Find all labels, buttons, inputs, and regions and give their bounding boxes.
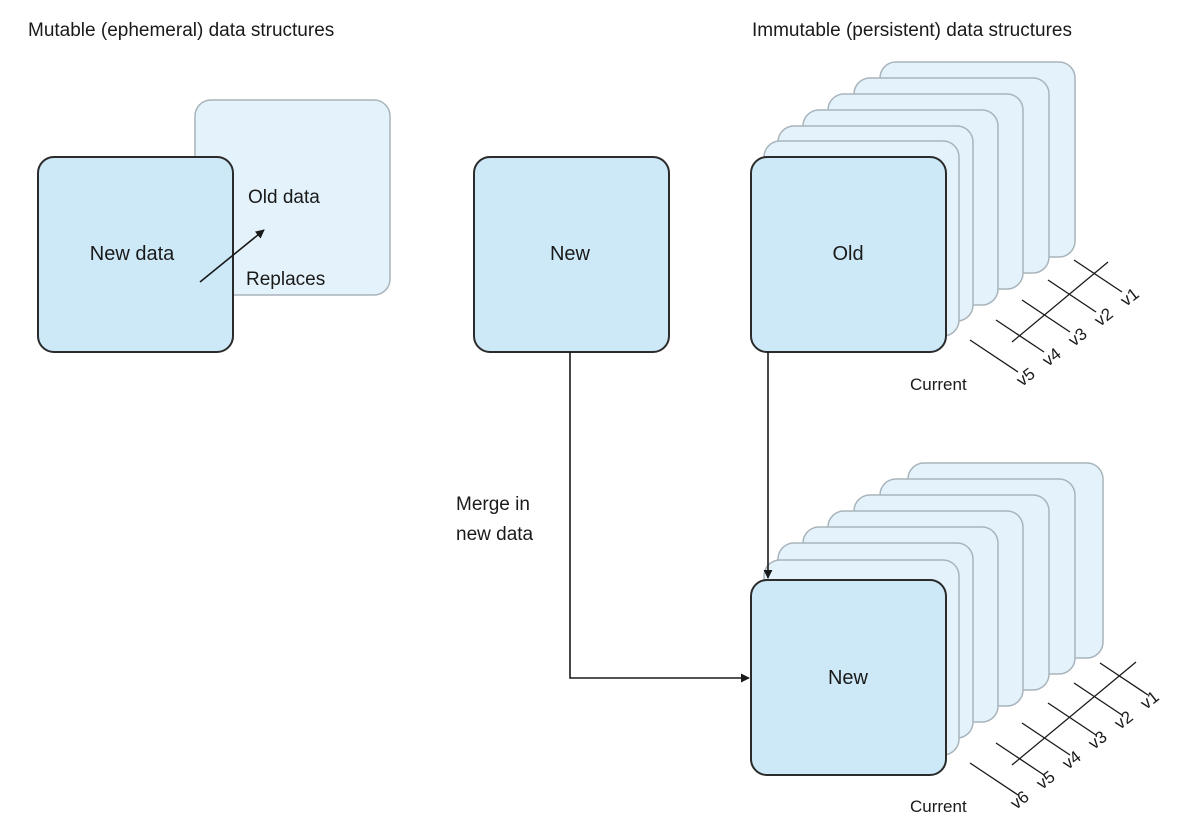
replaces-arrow: [199, 229, 265, 283]
version-tick: [995, 742, 1045, 776]
top-version-label-v1: v1: [1117, 284, 1143, 310]
top-version-label-v4: v4: [1039, 344, 1065, 370]
bottom-version-label-v2: v2: [1111, 707, 1137, 733]
bottom-version-label-v5: v5: [1033, 767, 1059, 793]
top-version-label-v3: v3: [1065, 324, 1091, 350]
top-version-stack: Old v1 v2 v3 v4 v5 Current: [750, 61, 1143, 394]
version-tick: [1073, 259, 1123, 293]
new-data-label: New data: [90, 243, 175, 265]
top-version-label-v2: v2: [1091, 304, 1117, 330]
version-tick: [995, 319, 1045, 353]
version-tick: [1021, 299, 1071, 333]
version-tick: [969, 762, 1019, 796]
new-source-box: [473, 156, 670, 353]
old-box: [750, 156, 947, 353]
version-tick: [1047, 279, 1097, 313]
old-label: Old: [832, 243, 863, 265]
new-source-label: New: [550, 243, 591, 265]
merged-new-label: New: [828, 667, 869, 689]
version-tick: [1073, 682, 1123, 716]
version-tick: [1099, 662, 1149, 696]
bottom-current-label: Current: [910, 797, 967, 816]
merge-label-line1: Merge in: [456, 494, 530, 515]
merged-new-box: [750, 579, 947, 776]
bottom-version-label-v1: v1: [1137, 687, 1163, 713]
top-version-label-v5: v5: [1013, 364, 1039, 390]
merge-arrow: [569, 352, 750, 683]
bottom-version-stack: New v1 v2 v3 v4 v5 v6 Current: [750, 462, 1163, 816]
version-tick: [1011, 661, 1137, 766]
replaces-label: Replaces: [246, 269, 325, 290]
mutable-panel-title: Mutable (ephemeral) data structures: [28, 20, 334, 41]
bottom-version-label-v4: v4: [1059, 747, 1085, 773]
top-current-label: Current: [910, 375, 967, 394]
immutable-panel-title: Immutable (persistent) data structures: [752, 20, 1072, 41]
version-tick: [1021, 722, 1071, 756]
bottom-version-label-v3: v3: [1085, 727, 1111, 753]
merge-label-line2: new data: [456, 524, 534, 545]
version-tick: [1011, 261, 1109, 343]
version-tick: [969, 339, 1019, 373]
old-data-label: Old data: [248, 187, 320, 208]
version-tick: [1047, 702, 1097, 736]
bottom-version-label-v6: v6: [1007, 787, 1033, 813]
